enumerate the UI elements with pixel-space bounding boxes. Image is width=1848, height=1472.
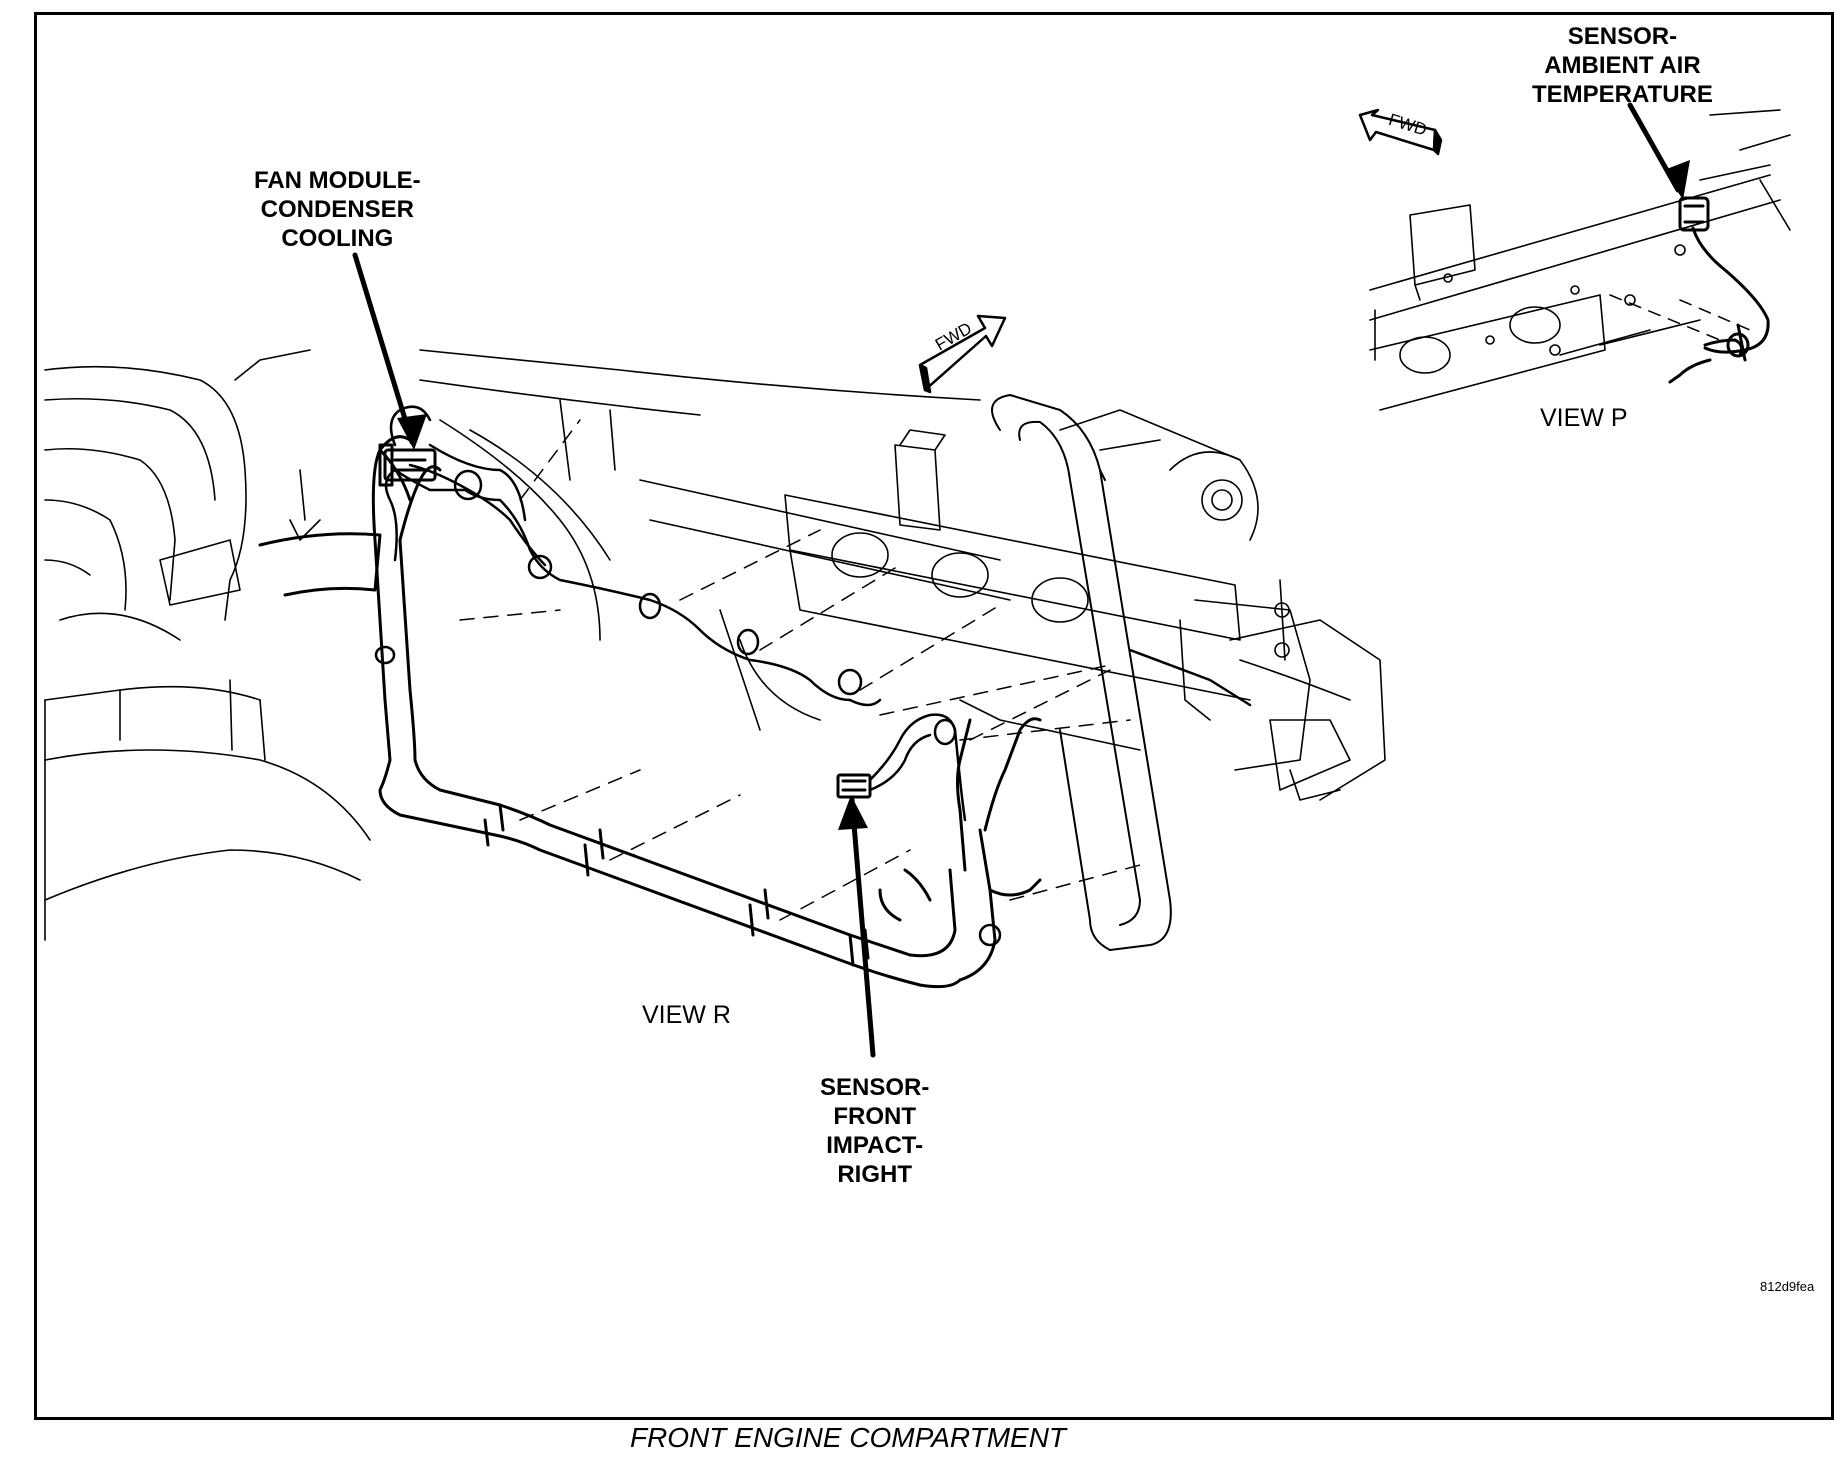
diagram-frame [34,12,1834,1420]
view-p-structure [1369,109,1791,411]
callout-fan-module: FAN MODULE- CONDENSER COOLING [254,166,421,253]
fwd-arrow-main-shape [918,314,1007,394]
callout-arrowheads [397,160,1690,830]
view-r-label: VIEW R [642,1001,731,1029]
callout-ambient-line-3: TEMPERATURE [1532,81,1713,108]
front-bumper-loop [991,394,1172,951]
callout-impact-line-4: RIGHT [837,1161,913,1188]
figure-id: 812d9fea [1760,1279,1815,1294]
callout-front-impact-sensor: SENSOR- FRONT IMPACT- RIGHT [820,1073,929,1189]
branch-wires [384,405,1252,822]
main-wiring-harness [258,435,1042,989]
ambient-sensor-body [1678,196,1710,232]
callout-ambient-line-1: SENSOR- [1567,23,1678,50]
figure-caption: FRONT ENGINE COMPARTMENT [629,1422,1067,1453]
harness-clips [374,469,1002,947]
callout-fan-module-line-2: CONDENSER [260,196,414,223]
callout-ambient-air-sensor: SENSOR- AMBIENT AIR TEMPERATURE [1532,22,1713,109]
dashed-mounting-lines [459,419,1141,921]
view-p-label: VIEW P [1540,404,1628,432]
callout-fan-module-line-1: FAN MODULE- [254,167,421,194]
front-impact-sensor-connector [836,773,872,799]
callout-impact-line-3: IMPACT- [826,1132,924,1159]
callout-leader-lines [352,102,1681,1058]
callout-impact-line-1: SENSOR- [820,1074,930,1101]
fan-module-connector [378,443,437,487]
fwd-arrow-inset-shape [1358,108,1443,156]
view-p-dashed-lines [1609,294,1751,341]
callout-ambient-line-2: AMBIENT AIR [1544,52,1701,79]
callout-impact-line-2: FRONT [833,1103,916,1130]
left-body-structure [44,349,371,941]
ambient-sensor-wire [1668,226,1770,384]
callout-fan-module-line-3: COOLING [281,225,394,252]
radiator-support-structure [419,349,1386,801]
